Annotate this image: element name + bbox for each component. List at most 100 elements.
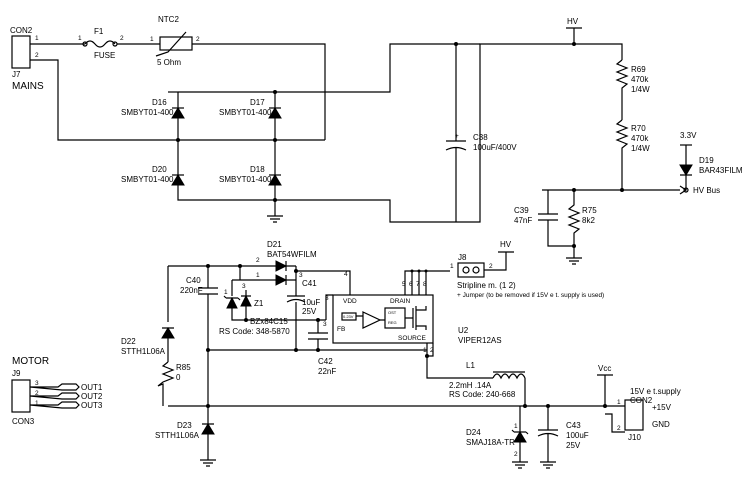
con2-pin2: 2 [35, 52, 39, 59]
d21-ref: D21 [267, 240, 282, 249]
r69-power: 1/4W [631, 85, 650, 94]
r69-value: 470k [631, 75, 649, 84]
gnd-label: GND [652, 420, 670, 429]
diode-d22: D22 STTH1L06A [121, 266, 175, 362]
u2-ref: U2 [458, 326, 469, 335]
j9-pin1: 1 [35, 400, 39, 407]
mains-label: MAINS [12, 81, 44, 92]
u2-pin8: 8 [423, 281, 427, 288]
tvs-diode-d24: D24 SMAJ18A-TR 1 2 [466, 406, 529, 469]
z1-pin1: 1 [224, 289, 228, 296]
d17-ref: D17 [250, 98, 265, 107]
d23-ref: D23 [177, 421, 192, 430]
r85-ref: R85 [176, 363, 191, 372]
vcc-node: Vcc [597, 364, 613, 406]
r70-value: 470k [631, 134, 649, 143]
c42-ref: C42 [318, 357, 333, 366]
motor-label: MOTOR [12, 356, 49, 367]
u2-pin4: 4 [344, 271, 348, 278]
u2-reg: REG [388, 320, 397, 325]
d24-value: SMAJ18A-TR [466, 438, 515, 447]
j9-ref: J9 [12, 369, 21, 378]
d21-pin2: 2 [256, 257, 260, 264]
capacitor-c41: C41 10uF 25V [286, 279, 320, 350]
l1-rs-code: RS Code: 240-668 [449, 390, 516, 399]
diode-d20: D20 SMBYT01-400 [121, 165, 185, 186]
ground-symbol [267, 215, 283, 223]
c38-value: 100uF/400V [473, 143, 517, 152]
fuse-f1: F1 FUSE 1 2 [78, 27, 124, 60]
r70-ref: R70 [631, 124, 646, 133]
ntc2: NTC2 5 Ohm 1 2 [150, 15, 200, 67]
j8-note: + Jumper (to be removed if 15V e t. supp… [457, 292, 604, 299]
u2-pin5: 5 [402, 281, 406, 288]
l1-ref: L1 [466, 361, 475, 370]
c42-value: 22nF [318, 367, 336, 376]
j8-ref: J8 [458, 253, 467, 262]
u2-pin3: 3 [325, 295, 329, 302]
con2-supply-ref: CON2 [630, 396, 653, 405]
u2-source-label: SOURCE [398, 335, 426, 342]
u2-pin2: 2 [430, 347, 434, 354]
hv-bus-label: HV Bus [693, 186, 720, 195]
d18-value: SMBYT01-400 [219, 175, 272, 184]
j9-pin3: 3 [35, 380, 39, 387]
d24-pin1: 1 [514, 423, 518, 430]
d16-ref: D16 [152, 98, 167, 107]
c43-ref: C43 [566, 421, 581, 430]
j8-pin1: 1 [450, 263, 454, 270]
con3-ref: CON3 [12, 417, 35, 426]
j7-ref: J7 [12, 70, 21, 79]
d19-rail: 3.3V [680, 131, 697, 140]
capacitor-c43: C43 100uF 25V [537, 406, 589, 469]
jumper-j8[interactable]: J8 1 2 Stripline m. (1 2) + Jumper (to b… [450, 253, 604, 299]
u2-fb-pin: 3 [323, 321, 327, 328]
capacitor-c39: C39 47nF [514, 190, 574, 247]
d24-ref: D24 [466, 428, 481, 437]
d23-value: STTH1L06A [155, 431, 200, 440]
l1-value: 2.2mH .14A [449, 381, 492, 390]
resistor-r69: R69 470k 1/4W [615, 59, 650, 120]
d20-ref: D20 [152, 165, 167, 174]
u2-value: VIPER12AS [458, 336, 502, 345]
motor-connector-j9: MOTOR J9 CON3 3 2 1 OUT1 OUT2 OUT3 [11, 356, 103, 426]
c41-ref: C41 [302, 279, 317, 288]
r85-value: 0 [176, 373, 181, 382]
out2-label: OUT2 [81, 392, 103, 401]
supply-note: 15V e t.supply [630, 387, 681, 396]
vcc-label: Vcc [598, 364, 611, 373]
zener-z1: Z1 BZx84C15 RS Code: 348-5870 1 3 [219, 280, 326, 336]
diode-d19: 3.3V D19 BAR43FILM [679, 131, 743, 190]
inductor-l1: L1 2.2mH .14A RS Code: 240-668 [449, 361, 526, 406]
out3-label: OUT3 [81, 401, 103, 410]
c39-value: 47nF [514, 216, 532, 225]
plus15v-label: +15V [652, 403, 672, 412]
z1-pin3: 3 [242, 283, 246, 290]
ntc-pin1: 1 [150, 36, 154, 43]
u2-vdd-label: VDD [343, 298, 357, 305]
con2-supply-pin1: 1 [617, 399, 621, 406]
fuse-pin2: 2 [120, 35, 124, 42]
capacitor-c38: + C38 100uF/400V [445, 44, 517, 222]
u2-ref-voltage: 0.23V [343, 314, 354, 319]
j10-ref: J10 [628, 433, 641, 442]
fuse-pin1: 1 [78, 35, 82, 42]
u2-ost: OST [388, 310, 397, 315]
ic-u2-viper12as: VDD FB DRAIN SOURCE 0.23V OST REG U2 VIP… [325, 281, 502, 354]
d22-value: STTH1L06A [121, 347, 166, 356]
hv-node: HV [566, 17, 582, 44]
d16-value: SMBYT01-400 [121, 108, 174, 117]
diode-d16: D16 SMBYT01-400 [121, 98, 185, 119]
diode-d17: D17 SMBYT01-400 [219, 98, 282, 119]
d19-value: BAR43FILM [699, 166, 743, 175]
j8-text: Stripline m. (1 2) [457, 281, 516, 290]
r75-value: 8k2 [582, 216, 595, 225]
supply-connector-con2: 15V e t.supply CON2 J10 +15V GND 1 2 [617, 387, 681, 442]
j8-pin2: 2 [489, 263, 493, 270]
j8-hv-label: HV [500, 240, 512, 249]
c43-voltage: 25V [566, 441, 581, 450]
con2-pin1: 1 [35, 35, 39, 42]
d17-value: SMBYT01-400 [219, 108, 272, 117]
